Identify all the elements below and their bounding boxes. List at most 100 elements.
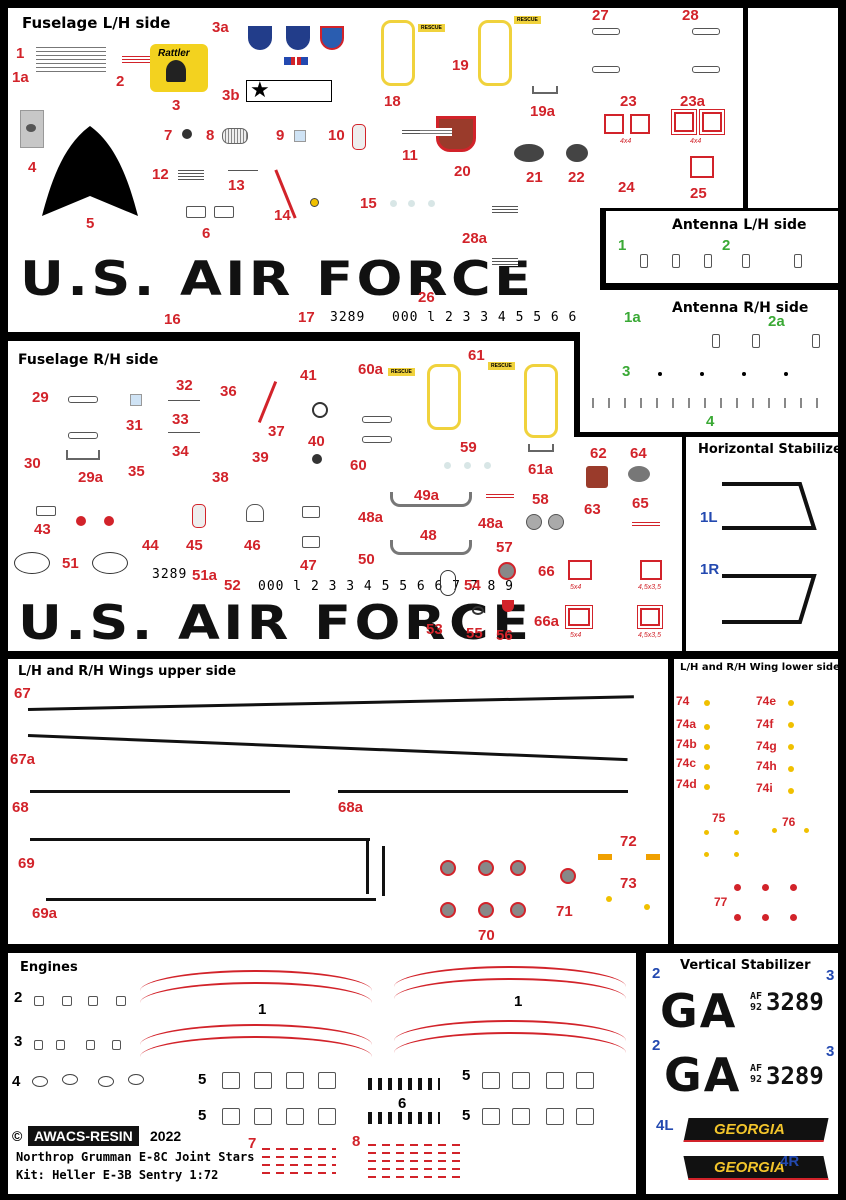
- engine-panel: [286, 1072, 304, 1089]
- decal-label: 6: [202, 225, 211, 242]
- marker-dot: [704, 784, 710, 790]
- decal-label: 6: [398, 1095, 407, 1112]
- marker-dot: [464, 462, 471, 469]
- copyright-mark: ©: [12, 1128, 23, 1144]
- decal-label: 74a: [676, 717, 697, 731]
- engine-stripe: [140, 982, 372, 1024]
- walkway-bracket: [390, 540, 472, 555]
- decal-label: 1: [16, 45, 25, 62]
- engine-stripe: [394, 1032, 626, 1074]
- antenna-outline: [592, 28, 620, 35]
- engine-marker: [116, 996, 126, 1006]
- engine-panel: [482, 1108, 500, 1125]
- decal-label: 3b: [222, 87, 240, 104]
- decal-label: 4L: [656, 1117, 674, 1134]
- decal-label: 41: [300, 367, 317, 384]
- decal-label: 74f: [756, 717, 774, 731]
- panel-title: Fuselage R/H side: [18, 352, 159, 368]
- engine-panel: [482, 1072, 500, 1089]
- fuel-cap: [478, 860, 494, 876]
- marker-dot: [788, 766, 794, 772]
- decal-label: 14: [274, 207, 291, 224]
- engine-panel: [546, 1072, 564, 1089]
- engine-stripe: [394, 966, 626, 1008]
- decal-label: 48: [420, 527, 437, 544]
- kit-base: Kit: Heller E-3B Sentry 1:72: [16, 1168, 219, 1182]
- marker-dot: [804, 828, 809, 833]
- walkway-strip: [30, 790, 290, 793]
- walkway-strip-vertical: [382, 846, 385, 896]
- marker-frame: [302, 506, 320, 518]
- panel-antenna-rh: [580, 290, 838, 432]
- decal-label: 3: [172, 97, 181, 114]
- antenna-marker: [712, 334, 720, 348]
- antenna-marker: [672, 254, 680, 268]
- decal-label: 19: [452, 57, 469, 74]
- usaf-lettering: U.S. AIR FORCE: [20, 252, 535, 307]
- star-plaque: [246, 80, 332, 102]
- stencil-text: [168, 430, 200, 435]
- panel-fuselage-lh-lower: [8, 200, 600, 332]
- fuel-cap: [560, 868, 576, 884]
- engine-marker: [128, 1074, 144, 1085]
- marker-dot: [312, 402, 328, 418]
- rescue-arrow: RESCUE: [418, 24, 445, 32]
- decal-label: 74g: [756, 739, 777, 753]
- antenna-outline: [692, 28, 720, 35]
- decal-label: 24: [618, 179, 635, 196]
- marker-frame: [186, 206, 206, 218]
- decal-label: 33: [172, 411, 189, 428]
- panel-title: Horizontal Stabilizer: [698, 442, 846, 457]
- decal-label: 18: [384, 93, 401, 110]
- stencil-block: [36, 44, 106, 72]
- warning-tag: [598, 854, 612, 860]
- stencil-text: [168, 398, 200, 403]
- rescue-hatch: [440, 570, 456, 596]
- engine-stripe: [140, 1036, 372, 1078]
- antenna-marker: [794, 254, 802, 268]
- marker-dot: [526, 514, 542, 530]
- antenna-outline: [362, 416, 392, 423]
- antenna-marker: [752, 334, 760, 348]
- stencil-text: [492, 204, 518, 214]
- engine-marker: [62, 1074, 78, 1085]
- marker-dot: [644, 904, 650, 910]
- decal-label: 74h: [756, 759, 777, 773]
- decal-label: 71: [556, 903, 573, 920]
- tick-row: [592, 398, 832, 408]
- fuel-cap: [440, 860, 456, 876]
- decal-label: 12: [152, 166, 169, 183]
- decal-label: 59: [460, 439, 477, 456]
- marker-dot: [566, 144, 588, 162]
- marker-frame: [246, 504, 264, 522]
- marker-dot: [734, 914, 741, 921]
- decal-label: 64: [630, 445, 647, 462]
- rescue-hatch: [478, 20, 512, 86]
- marker-dot: [498, 562, 516, 580]
- instrument-dial: [92, 552, 128, 574]
- georgia-text: GEORGIA: [714, 1159, 785, 1176]
- rescue-hatch: [524, 364, 558, 438]
- panel-title: L/H and R/H Wing lower side: [680, 662, 840, 673]
- marker-dot: [548, 514, 564, 530]
- engine-marker: [86, 1040, 95, 1050]
- tail-code: GA: [664, 1048, 742, 1102]
- decal-label: 8: [206, 127, 215, 144]
- decal-label: 4: [706, 413, 715, 430]
- warning-box: [565, 605, 593, 629]
- marker-dot: [484, 462, 491, 469]
- engine-panel: [318, 1108, 336, 1125]
- marker-dot: [704, 764, 710, 770]
- marker-dot: [312, 454, 322, 464]
- decal-label: 1a: [12, 69, 29, 86]
- decal-label: 53: [426, 621, 443, 638]
- panel-wings-lower: [674, 659, 838, 944]
- decal-label: 1: [258, 1001, 267, 1018]
- ribbon-icon: [284, 57, 308, 65]
- decal-label: 74c: [676, 756, 697, 770]
- shield-icon: [286, 26, 310, 50]
- marker-dot: [788, 722, 794, 728]
- decal-label: 5: [462, 1067, 471, 1084]
- vent-grille: [222, 128, 248, 144]
- marker-dot: [704, 700, 710, 706]
